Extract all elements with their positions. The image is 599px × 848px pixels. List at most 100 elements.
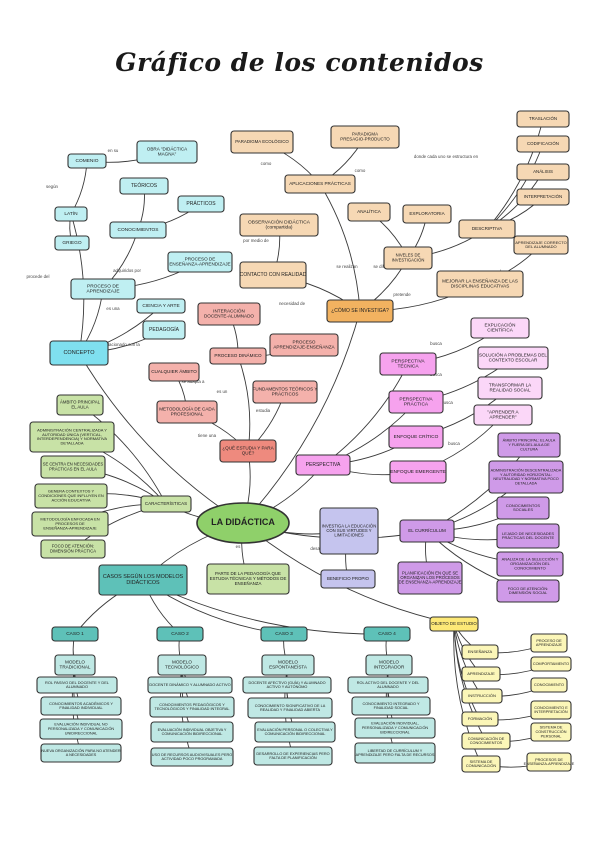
- node-box: [461, 732, 511, 750]
- node-box: [461, 666, 501, 682]
- node-box: [516, 163, 570, 181]
- node-curriculum: EL CURRÍCULUM: [399, 519, 455, 543]
- node-label: CONOCIMIENTO: [534, 683, 564, 687]
- node-box: [219, 439, 277, 463]
- node-e-emergente: ENFOQUE EMERGENTE: [389, 460, 447, 484]
- node-label: ¿CÓMO SE INVESTIGA?: [331, 307, 389, 314]
- node-paradigma-eco: PARADIGMA ECOLÓGICO: [230, 130, 294, 154]
- node-box: [429, 616, 479, 632]
- node-box: [269, 333, 339, 357]
- node-comenio: COMENIO: [67, 153, 107, 169]
- node-box: [167, 251, 233, 273]
- node-label: CUALQUIER ÁMBITO: [151, 368, 197, 374]
- node-box: [473, 404, 533, 426]
- node-box: [36, 676, 118, 694]
- connector-line: [453, 623, 487, 742]
- node-box: [436, 270, 524, 298]
- node-box: [477, 376, 543, 400]
- edge-label: relacionado con la: [104, 342, 140, 347]
- node-box: [239, 213, 319, 237]
- node-box: [39, 718, 123, 740]
- node-box: [148, 362, 200, 382]
- node-box: [31, 511, 109, 537]
- node-codificacion: CODIFICACIÓN: [516, 135, 570, 153]
- node-label: OBSERVACIÓN DIDÁCTICA(compartida): [248, 219, 311, 231]
- node-label: FOCO DE ATENCIÓN:DIMENSIÓN PRÁCTICA: [50, 544, 96, 554]
- node-label: PRÁCTICOS: [186, 200, 216, 207]
- node-box: [239, 261, 307, 289]
- node-box: [330, 125, 400, 149]
- edge-label: es un: [217, 389, 228, 394]
- node-caso1: CASO 1: [51, 626, 99, 642]
- node-box: [326, 299, 394, 323]
- node-box: [496, 551, 564, 577]
- node-label: APLICACIONES PRÁCTICAS: [289, 180, 351, 186]
- node-o4: FORMACIÓN: [461, 711, 499, 727]
- node-caso4: CASO 4: [363, 626, 411, 642]
- node-box: [150, 747, 234, 767]
- node-box: [516, 188, 570, 206]
- node-m4c: EVALUACIÓN INDIVIDUAL,PERSONALIZADA Y CO…: [354, 717, 436, 739]
- edge-label: busca: [441, 400, 453, 405]
- edge-label: por medio de: [243, 238, 269, 243]
- node-box: [254, 721, 336, 743]
- node-box: [365, 654, 413, 676]
- node-box: [209, 347, 267, 365]
- node-box: [230, 130, 294, 154]
- edge-label: necesidad de: [279, 301, 306, 306]
- node-box: [496, 496, 550, 520]
- node-conocimientos: CONOCIMIENTOS: [109, 221, 167, 239]
- node-box: [40, 696, 122, 716]
- node-box: [49, 340, 109, 366]
- edge-label: es una: [106, 306, 120, 311]
- edge-label: tiene una: [198, 433, 217, 438]
- node-label: CASO 2: [171, 631, 189, 637]
- node-label: ENFOQUE EMERGENTE: [390, 469, 445, 475]
- node-box: [252, 380, 318, 404]
- edge-label: procede del: [27, 274, 50, 279]
- node-o1: ENSEÑANZA: [461, 644, 499, 660]
- node-box: [530, 700, 572, 720]
- node-label: FOCO DE ATENCIÓN:DIMENSIÓN SOCIAL: [508, 586, 549, 595]
- node-box: [156, 626, 204, 642]
- node-box: [363, 626, 411, 642]
- node-label: EL CURRÍCULUM: [408, 527, 446, 533]
- node-box: [54, 206, 88, 222]
- node-label: ANALÍTICA: [357, 208, 382, 214]
- edge-label: busca: [430, 341, 442, 346]
- edge-label: busca: [430, 372, 442, 377]
- node-r2: COMPORTAMIENTO: [530, 656, 572, 672]
- node-label: CODIFICACIÓN: [527, 141, 559, 146]
- node-box: [399, 519, 455, 543]
